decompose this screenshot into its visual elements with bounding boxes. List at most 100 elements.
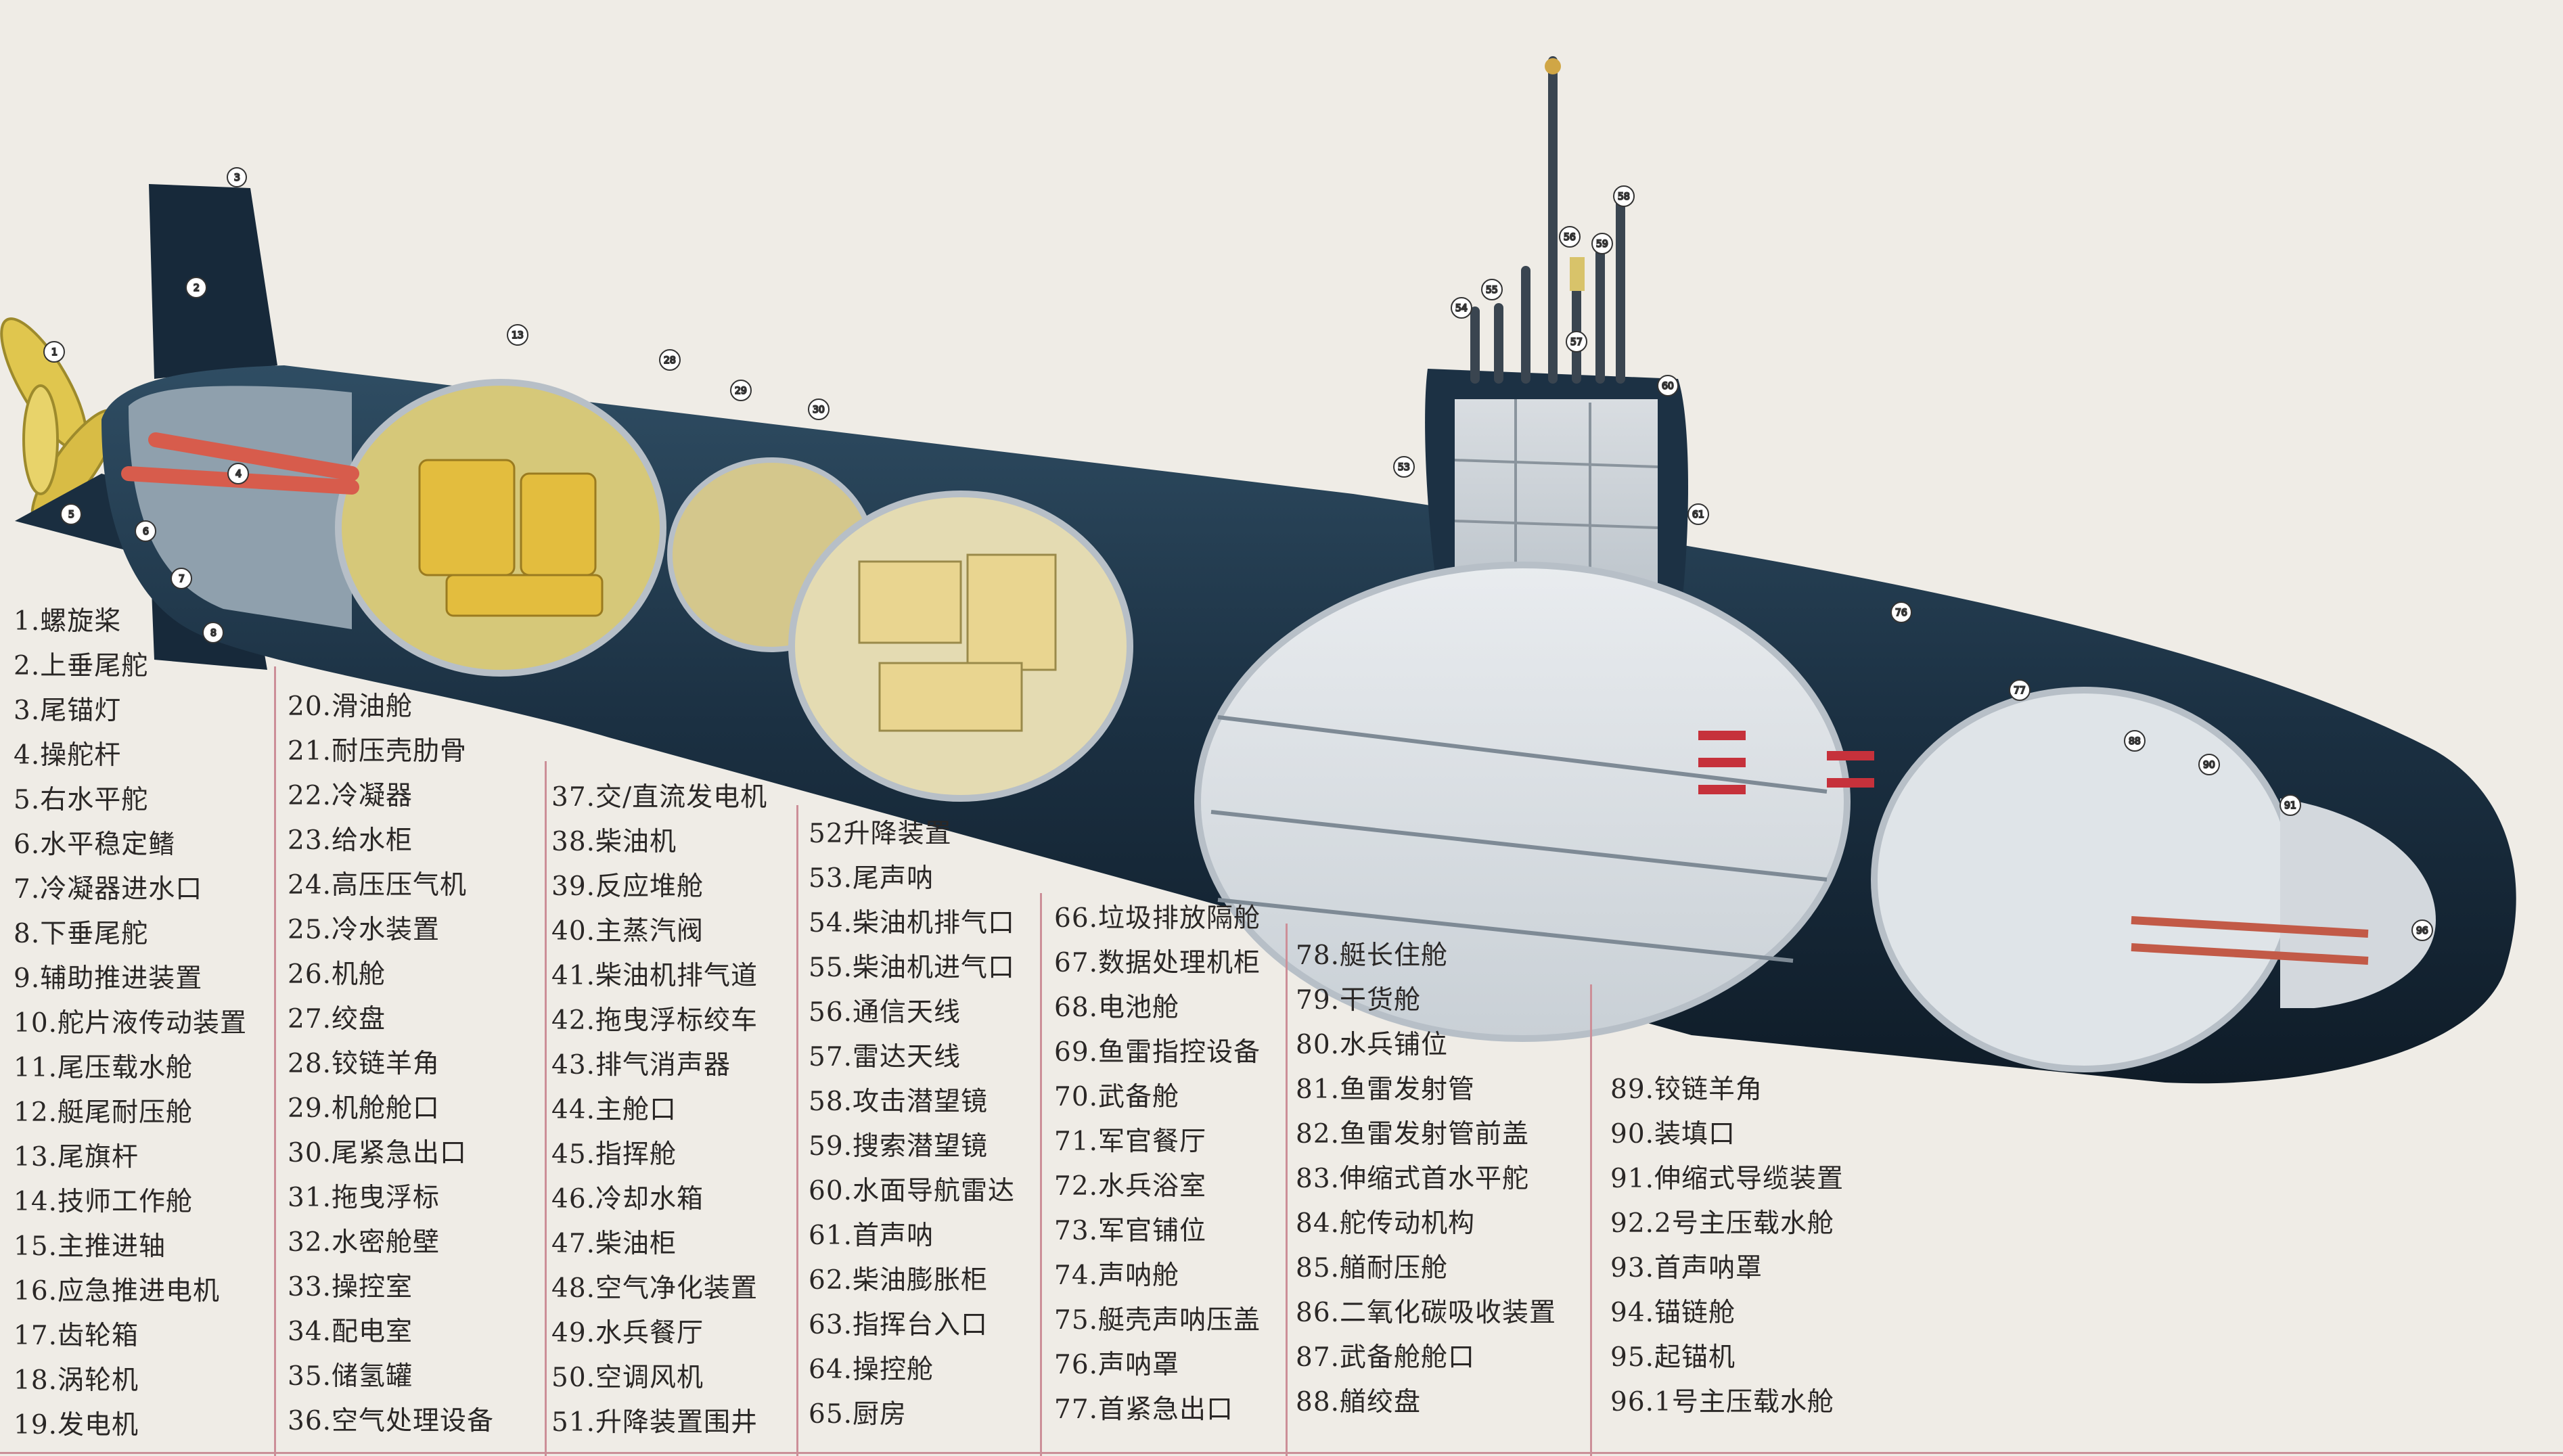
svg-text:57: 57 <box>1570 337 1583 348</box>
legend-item: 58.攻击潜望镜 <box>809 1087 989 1117</box>
legend-column-4: 52升降装置 53.尾声呐 54.柴油机排气口 55.柴油机进气口 56.通信天… <box>809 812 1015 1437</box>
legend-divider <box>796 805 798 1456</box>
legend-item: 74.声呐舱 <box>1054 1260 1180 1291</box>
legend-item: 91.伸缩式导缆装置 <box>1610 1164 1844 1194</box>
svg-text:53: 53 <box>1398 462 1410 473</box>
legend-item: 6.水平稳定鳍 <box>14 829 176 860</box>
legend-item: 72.水兵浴室 <box>1054 1171 1207 1202</box>
legend-column-7: 89.铰链羊角 90.装填口 91.伸缩式导缆装置 92.2号主压载水舱 93.… <box>1610 1068 1844 1425</box>
legend-item: 92.2号主压载水舱 <box>1610 1208 1834 1239</box>
legend-item: 37.交/直流发电机 <box>551 782 768 813</box>
legend-item: 63.指挥台入口 <box>809 1310 989 1340</box>
masts <box>1470 56 1625 384</box>
svg-text:58: 58 <box>1618 191 1630 202</box>
reactor-equipment <box>858 553 1057 732</box>
legend-item: 64.操控舱 <box>809 1355 934 1385</box>
legend-item: 17.齿轮箱 <box>14 1321 139 1351</box>
svg-text:77: 77 <box>2014 685 2026 696</box>
legend-item: 28.铰链羊角 <box>288 1049 440 1079</box>
legend-item: 8.下垂尾舵 <box>14 919 149 949</box>
svg-text:28: 28 <box>664 355 676 366</box>
legend-divider <box>1286 924 1288 1456</box>
legend-item: 39.反应堆舱 <box>551 871 704 902</box>
engine-machinery <box>418 459 604 617</box>
legend-item: 84.舵传动机构 <box>1296 1208 1476 1239</box>
legend-item: 69.鱼雷指控设备 <box>1054 1037 1261 1068</box>
legend-item: 18.涡轮机 <box>14 1365 139 1396</box>
legend-item: 70.武备舱 <box>1054 1082 1180 1112</box>
svg-text:76: 76 <box>1895 608 1907 618</box>
legend-item: 66.垃圾排放隔舱 <box>1054 903 1261 934</box>
legend-item: 9.辅助推进装置 <box>14 963 203 994</box>
svg-text:13: 13 <box>512 330 524 341</box>
legend-item: 11.尾压载水舱 <box>14 1053 194 1083</box>
legend-item: 24.高压压气机 <box>288 870 468 901</box>
legend-item: 4.操舵杆 <box>14 740 122 771</box>
svg-text:29: 29 <box>735 386 747 396</box>
legend-item: 30.尾紧急出口 <box>288 1138 468 1168</box>
legend-item: 68.电池舱 <box>1054 993 1180 1023</box>
reactor-compartment <box>788 491 1133 802</box>
legend-item: 82.鱼雷发射管前盖 <box>1296 1119 1530 1150</box>
svg-text:91: 91 <box>2284 800 2296 811</box>
svg-text:7: 7 <box>179 574 185 585</box>
legend-item: 10.舵片液传动装置 <box>14 1008 248 1039</box>
svg-text:90: 90 <box>2203 760 2215 771</box>
legend-item: 57.雷达天线 <box>809 1042 961 1072</box>
svg-text:8: 8 <box>210 628 217 639</box>
legend-item: 35.储氢罐 <box>288 1361 413 1392</box>
legend-item: 73.军官铺位 <box>1054 1216 1207 1246</box>
legend-item: 87.武备舱舱口 <box>1296 1342 1476 1373</box>
svg-text:61: 61 <box>1692 509 1704 520</box>
svg-text:1: 1 <box>51 347 58 358</box>
bow-compartment <box>1871 687 2297 1072</box>
callout-markers: 1 2 3 4 5 6 7 8 13 28 29 30 53 54 55 56 … <box>43 167 2433 941</box>
legend-item: 44.主舱口 <box>551 1095 677 1125</box>
legend-item: 93.首声呐罩 <box>1610 1253 1763 1283</box>
svg-text:59: 59 <box>1596 239 1608 250</box>
legend-item: 77.首紧急出口 <box>1054 1394 1234 1425</box>
legend-item: 23.给水柜 <box>288 825 413 856</box>
legend-item: 54.柴油机排气口 <box>809 908 1016 938</box>
legend-item: 71.军官餐厅 <box>1054 1127 1207 1157</box>
legend-bottom-rule <box>0 1452 2563 1454</box>
legend-item: 75.艇壳声呐压盖 <box>1054 1305 1261 1336</box>
legend-item: 45.指挥舱 <box>551 1139 677 1170</box>
legend-item: 49.水兵餐厅 <box>551 1318 704 1348</box>
legend-column-2: 20.滑油舱 21.耐压壳肋骨 22.冷凝器 23.给水柜 24.高压压气机 2… <box>288 685 494 1444</box>
legend-divider <box>545 761 547 1456</box>
legend-item: 56.通信天线 <box>809 997 961 1028</box>
legend-item: 38.柴油机 <box>551 827 677 857</box>
legend-item: 60.水面导航雷达 <box>809 1176 1016 1206</box>
legend-item: 85.艏耐压舱 <box>1296 1253 1449 1283</box>
legend-item: 36.空气处理设备 <box>288 1406 495 1436</box>
legend-item: 90.装填口 <box>1610 1119 1736 1150</box>
svg-text:56: 56 <box>1564 232 1576 243</box>
legend-item: 1.螺旋桨 <box>14 606 122 637</box>
legend-item: 62.柴油膨胀柜 <box>809 1265 989 1296</box>
legend-column-6: 78.艇长住舱 79.干货舱 80.水兵铺位 81.鱼雷发射管 82.鱼雷发射管… <box>1296 934 1556 1425</box>
svg-text:6: 6 <box>143 526 149 537</box>
svg-text:3: 3 <box>234 173 240 183</box>
svg-text:55: 55 <box>1486 285 1498 296</box>
deck-lines <box>1210 715 1828 963</box>
svg-text:4: 4 <box>235 469 242 480</box>
legend-item: 22.冷凝器 <box>288 781 413 811</box>
crew-bunks <box>1698 731 1874 794</box>
legend-item: 25.冷水装置 <box>288 915 440 945</box>
svg-text:88: 88 <box>2129 736 2141 747</box>
legend-column-5: 66.垃圾排放隔舱 67.数据处理机柜 68.电池舱 69.鱼雷指控设备 70.… <box>1054 896 1261 1432</box>
legend-item: 88.艏绞盘 <box>1296 1387 1422 1417</box>
legend-item: 12.艇尾耐压舱 <box>14 1097 194 1128</box>
legend-item: 31.拖曳浮标 <box>288 1183 440 1213</box>
svg-text:5: 5 <box>68 509 74 520</box>
legend-item: 76.声呐罩 <box>1054 1350 1180 1380</box>
legend-item: 43.排气消声器 <box>551 1050 731 1080</box>
legend-item: 29.机舱舱口 <box>288 1093 440 1124</box>
legend-item: 65.厨房 <box>809 1399 907 1430</box>
legend-item: 96.1号主压载水舱 <box>1610 1387 1834 1417</box>
legend-item: 34.配电室 <box>288 1317 413 1347</box>
legend-item: 20.滑油舱 <box>288 691 413 722</box>
legend-item: 32.水密舱壁 <box>288 1227 440 1258</box>
